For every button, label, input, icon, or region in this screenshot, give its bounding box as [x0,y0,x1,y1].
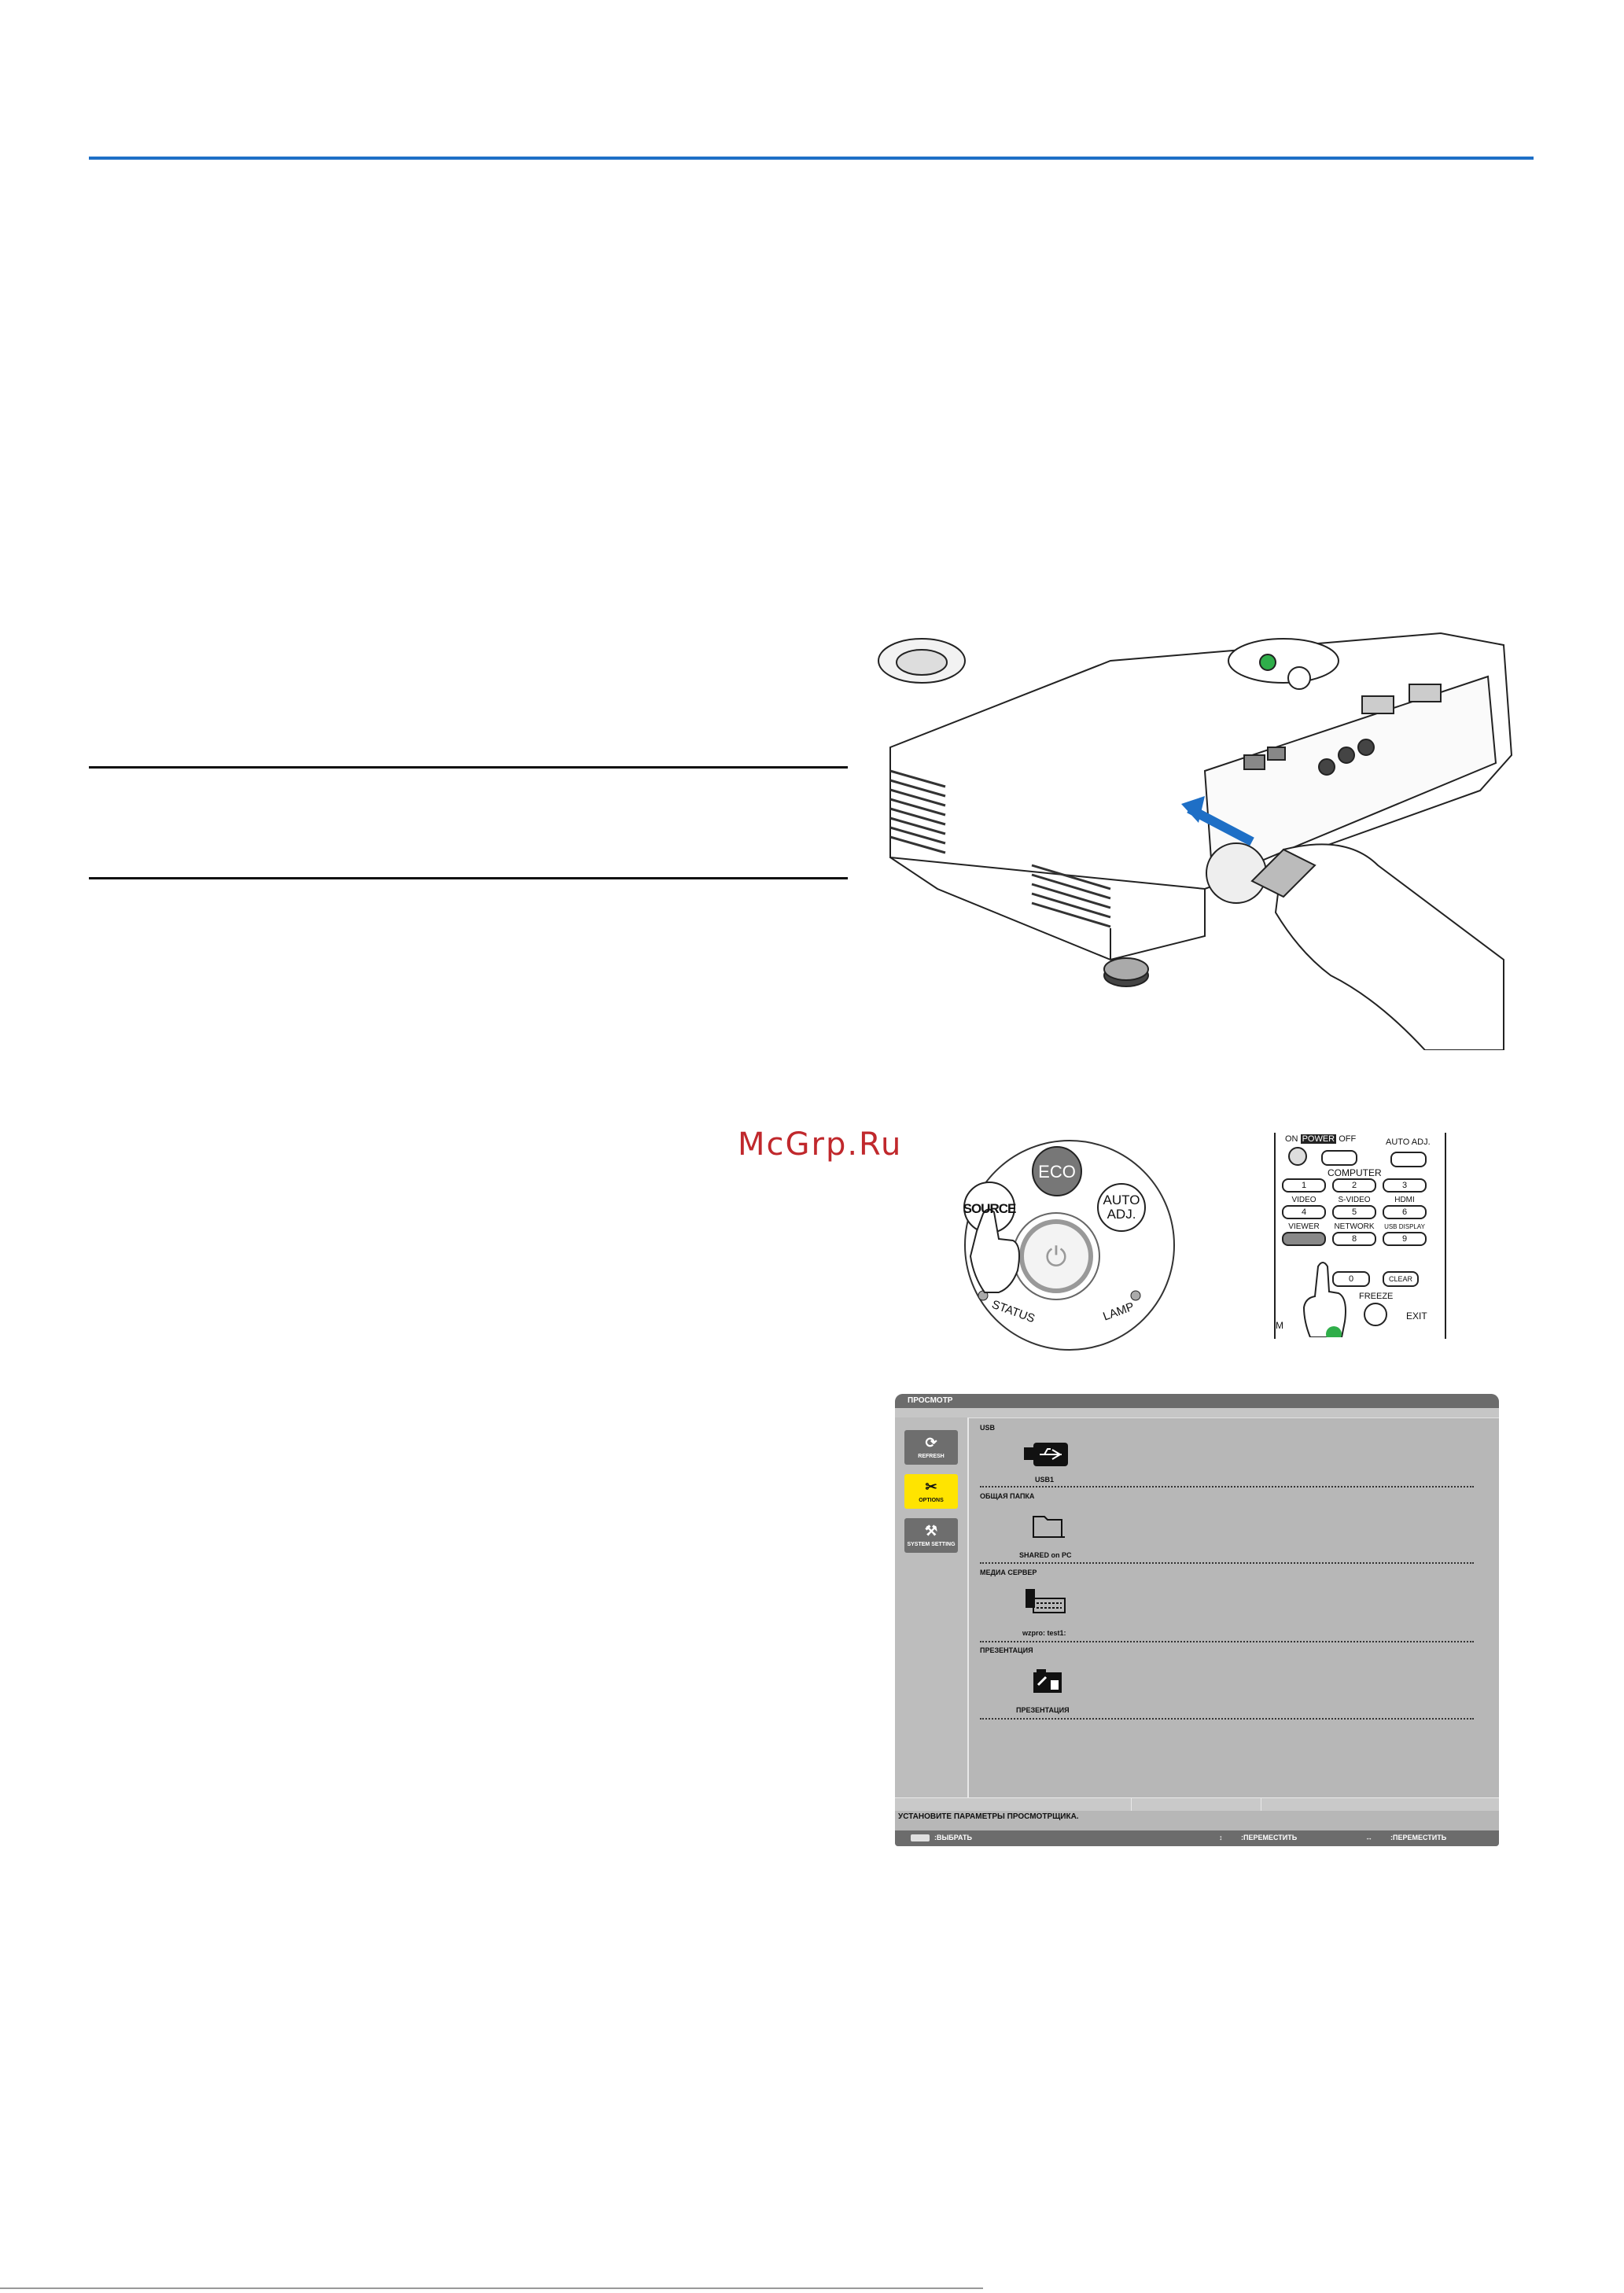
remote-btn-label: NETWORK [1334,1222,1375,1231]
viewer-title: ПРОСМОТР [895,1394,1499,1408]
watermark: McGrp.Ru [738,1126,903,1163]
section-media-title: МЕДИА СЕРВЕР [980,1569,1037,1576]
presentation-item-label[interactable]: ПРЕЗЕНТАЦИЯ [1016,1706,1070,1714]
remote-btn-viewer: VIEWER [1282,1222,1326,1246]
auto-adj-button-label: AUTO ADJ. [1098,1193,1145,1222]
remote-auto-adj-button [1390,1152,1427,1167]
remote-btn-key [1282,1232,1326,1246]
remote-btn-key: 1 [1282,1178,1326,1193]
remote-freeze-label: FREEZE [1359,1292,1394,1301]
tools-icon: ✂ [925,1479,937,1495]
remote-btn-label: VIEWER [1288,1222,1320,1231]
viewer-sidebar: ⟳ REFRESH ✂ OPTIONS ⚒ SYSTEM SETTING [895,1417,969,1797]
viewer-message: УСТАНОВИТЕ ПАРАМЕТРЫ ПРОСМОТРЩИКА. [898,1812,1079,1821]
panel-drawing [963,1140,1175,1351]
remote-power-label: POWER [1300,1134,1337,1144]
refresh-icon: ⟳ [925,1435,937,1451]
nav-select-hint: :ВЫБРАТЬ [911,1834,973,1842]
usb-drive-icon[interactable] [1022,1441,1070,1468]
viewer-nav-bar: :ВЫБРАТЬ ↕ :ПЕРЕМЕСТИТЬ ↔ :ПЕРЕМЕСТИТЬ [895,1830,1499,1846]
nav-move-vertical-text: :ПЕРЕМЕСТИТЬ [1241,1834,1298,1841]
remote-btn-1: 1 [1282,1178,1326,1193]
remote-btn-key: 6 [1383,1205,1427,1219]
system-setting-button[interactable]: ⚒ SYSTEM SETTING [904,1518,958,1553]
section-divider [980,1486,1474,1488]
nav-move-vertical-key: ↕ [1219,1834,1223,1841]
auto-adj-line2: ADJ. [1107,1207,1136,1222]
section-presentation-title: ПРЕЗЕНТАЦИЯ [980,1646,1033,1654]
nav-move-horizontal-key: ↔ [1365,1834,1372,1841]
usb-item-label[interactable]: USB1 [1035,1476,1055,1484]
section-divider [980,1718,1474,1720]
remote-on-button [1288,1147,1307,1166]
remote-btn-label: USB DISPLAY [1384,1223,1425,1230]
media-server-icon[interactable] [1022,1587,1070,1614]
shared-item-label[interactable]: SHARED on PC [1019,1551,1072,1559]
viewer-status-bar [895,1797,1499,1811]
remote-off-button [1321,1150,1357,1166]
remote-off-label: OFF [1339,1134,1357,1144]
options-button[interactable]: ✂ OPTIONS [904,1474,958,1509]
remote-power-row: ON POWER OFF [1285,1134,1356,1144]
remote-btn-label: HDMI [1394,1196,1415,1204]
remote-btn-usb-display: USB DISPLAY 9 [1383,1222,1427,1246]
remote-btn-clear: CLEAR [1383,1271,1419,1287]
remote-btn-key: 8 [1332,1232,1376,1246]
refresh-button[interactable]: ⟳ REFRESH [904,1430,958,1465]
source-button-label: SOURCE [963,1201,1017,1216]
enter-key-icon [911,1834,930,1842]
viewer-screen: ПРОСМОТР ⟳ REFRESH ✂ OPTIONS ⚒ SYSTEM SE… [895,1394,1499,1846]
presentation-icon[interactable] [1030,1668,1077,1694]
power-icon: ⏻ [1045,1242,1067,1272]
eco-button-label: ECO [1038,1162,1076,1182]
auto-adj-line1: AUTO [1103,1193,1140,1207]
system-setting-icon: ⚒ [924,1523,938,1539]
remote-auto-adj-label: AUTO ADJ. [1386,1137,1431,1147]
remote-exit-label: EXIT [1406,1311,1427,1322]
section-shared-title: ОБЩАЯ ПАПКА [980,1492,1035,1500]
remote-btn-3: 3 [1383,1178,1427,1193]
remote-btn-key: 4 [1282,1205,1326,1219]
section-divider [980,1641,1474,1642]
options-button-label: OPTIONS [919,1498,944,1503]
remote-menu-label-partial: M [1276,1320,1283,1331]
nav-select-text: :ВЫБРАТЬ [934,1834,973,1841]
folder-icon[interactable] [1030,1512,1077,1539]
header-rule [89,157,1534,160]
refresh-button-label: REFRESH [918,1454,945,1459]
section-usb-title: USB [980,1424,996,1432]
remote-btn-key: 5 [1332,1205,1376,1219]
footer-rule [0,2287,983,2289]
remote-btn-0: 0 [1332,1271,1370,1287]
remote-freeze-button [1364,1303,1387,1326]
pointing-hand-icon [1302,1262,1346,1337]
remote-control-illustration: ON POWER OFF AUTO ADJ. COMPUTER 1 2 3 VI… [1274,1133,1446,1339]
remote-btn-key: 3 [1383,1178,1427,1193]
remote-on-label: ON [1285,1134,1298,1144]
nav-move-horizontal-text: :ПЕРЕМЕСТИТЬ [1390,1834,1447,1841]
remote-btn-label: VIDEO [1291,1196,1317,1204]
remote-btn-key: 2 [1332,1178,1376,1193]
projector-usb-illustration [878,632,1513,1050]
status-seg [1131,1798,1132,1811]
note-rule-top [89,766,848,769]
media-item-label[interactable]: wzpro: test1: [1022,1629,1066,1637]
remote-btn-2: 2 [1332,1178,1376,1193]
remote-btn-key: 9 [1383,1232,1427,1246]
section-divider [980,1562,1474,1564]
remote-computer-label: COMPUTER [1328,1167,1382,1178]
viewer-subheader [895,1408,1499,1418]
remote-btn-label: S-VIDEO [1338,1196,1371,1204]
note-rule-bottom [89,877,848,879]
control-panel-illustration: SOURCE ECO AUTO ADJ. ⏻ STATUS LAMP [936,1138,1203,1353]
system-setting-button-label: SYSTEM SETTING [907,1542,956,1547]
